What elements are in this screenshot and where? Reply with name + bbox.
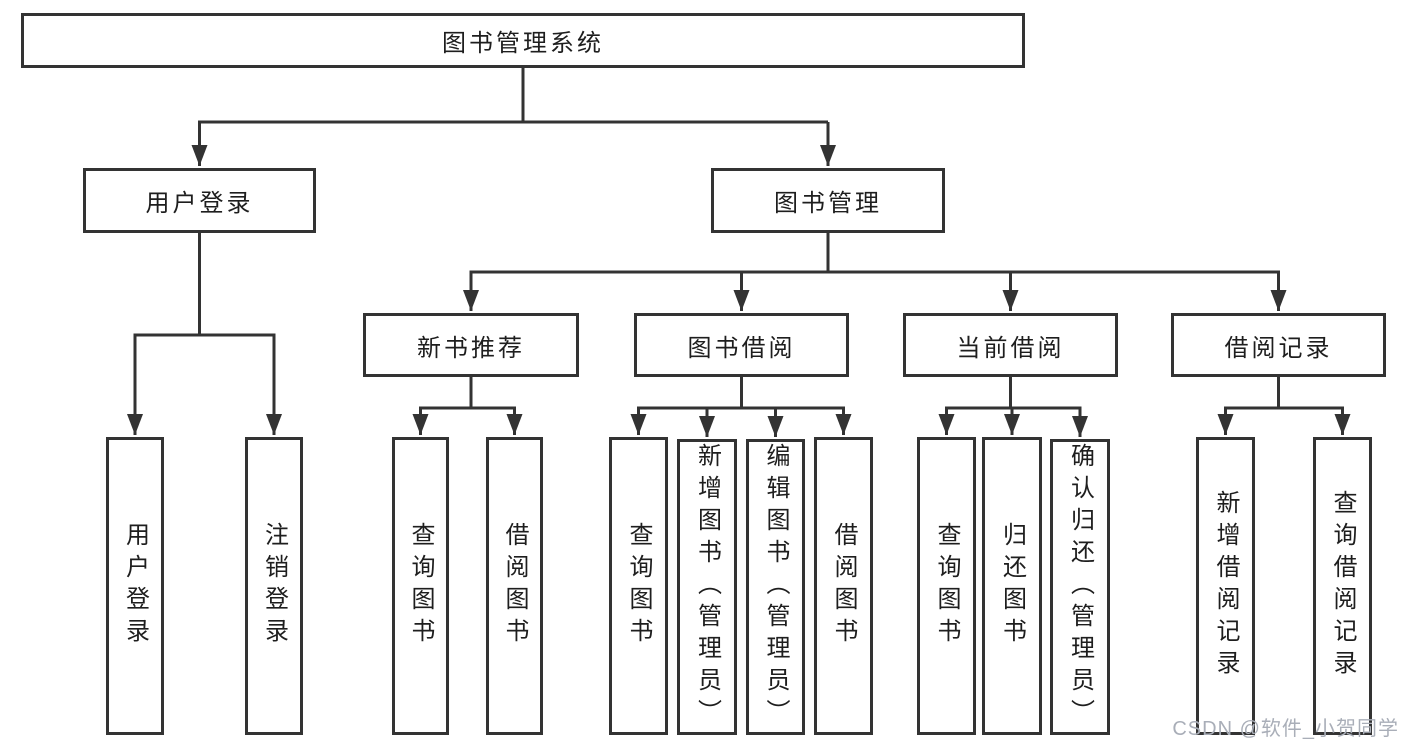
node-leaf-borrow-book-newbooks: 借阅图书 <box>486 437 543 735</box>
node-current-borrow: 当前借阅 <box>903 313 1118 377</box>
node-leaf-query-book-borrow: 查询图书 <box>609 437 668 735</box>
node-leaf-edit-book-admin: 编辑图书（管理员） <box>746 439 805 735</box>
node-leaf-query-book-newbooks: 查询图书 <box>392 437 449 735</box>
node-leaf-add-borrow-record: 新增借阅记录 <box>1196 437 1255 735</box>
node-new-book-recommend: 新书推荐 <box>363 313 579 377</box>
node-leaf-query-book-current: 查询图书 <box>917 437 976 735</box>
node-leaf-return-book: 归还图书 <box>982 437 1042 735</box>
node-library-system: 图书管理系统 <box>21 13 1025 68</box>
csdn-watermark: CSDN @软件_小贺同学 <box>1172 718 1399 740</box>
node-user-login: 用户登录 <box>83 168 316 233</box>
node-book-management: 图书管理 <box>711 168 945 233</box>
node-leaf-logout: 注销登录 <box>245 437 303 735</box>
node-book-borrow: 图书借阅 <box>634 313 849 377</box>
node-borrow-records: 借阅记录 <box>1171 313 1386 377</box>
node-leaf-add-book-admin: 新增图书（管理员） <box>677 439 737 735</box>
node-leaf-confirm-return-admin: 确认归还（管理员） <box>1050 439 1110 735</box>
node-leaf-user-login: 用户登录 <box>106 437 164 735</box>
node-leaf-borrow-book-borrow: 借阅图书 <box>814 437 873 735</box>
node-leaf-query-borrow-record: 查询借阅记录 <box>1313 437 1372 735</box>
